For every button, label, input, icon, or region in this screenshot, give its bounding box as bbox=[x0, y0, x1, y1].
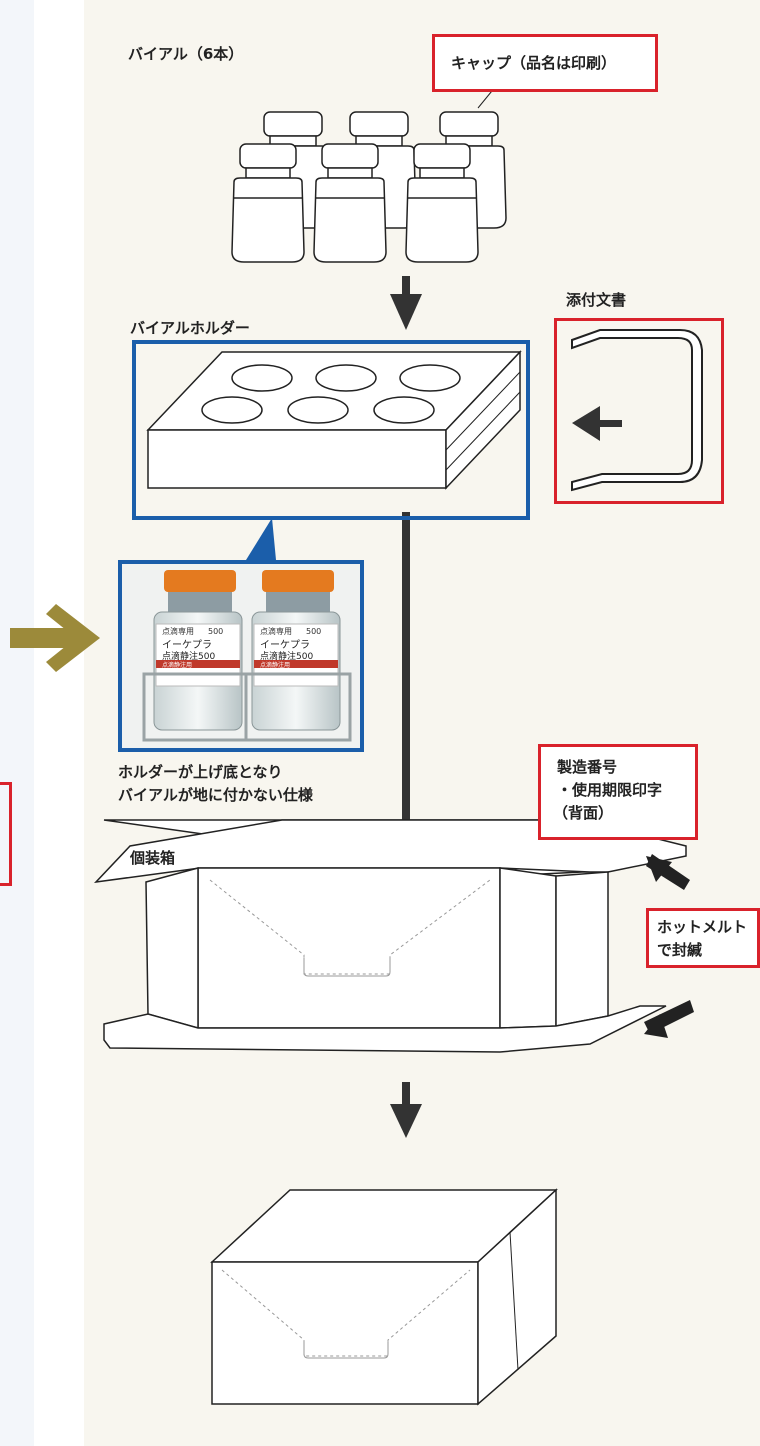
lot-callout: 製造番号 ・使用期限印字 （背面） bbox=[538, 744, 698, 840]
hotmelt-label-line2: で封緘 bbox=[657, 941, 703, 959]
holder-callout bbox=[132, 340, 530, 520]
cap-callout: キャップ（品名は印刷） bbox=[432, 34, 658, 92]
arrow-right-icon bbox=[10, 604, 100, 672]
callout-pointer bbox=[246, 518, 276, 560]
holder-note-line1: ホルダーが上げ底となり bbox=[118, 763, 283, 781]
holder-note-line2: バイアルが地に付かない仕様 bbox=[118, 786, 313, 804]
vials-illustration bbox=[231, 111, 507, 263]
cap-label: キャップ（品名は印刷） bbox=[451, 54, 617, 72]
insert-leaflet-illustration bbox=[571, 329, 703, 492]
vials-label: バイアル（6本） bbox=[128, 45, 244, 63]
hotmelt-callout: ホットメルト で封緘 bbox=[646, 908, 760, 968]
vial-holder-illustration bbox=[146, 350, 522, 490]
closed-box-illustration bbox=[210, 1188, 558, 1406]
lot-label-line3: （背面） bbox=[553, 804, 614, 822]
vial-front-1 bbox=[231, 143, 305, 263]
vial-photo-text: 500 bbox=[208, 627, 223, 636]
vial-front-2 bbox=[313, 143, 387, 263]
vial-photo-text: 点滴静注用 bbox=[162, 661, 192, 669]
insert-callout bbox=[554, 318, 724, 504]
vial-photo-text: イーケプラ bbox=[162, 639, 212, 651]
insert-label: 添付文書 bbox=[566, 291, 627, 309]
vial-photo-text: 点滴静注用 bbox=[260, 661, 290, 669]
lot-label-line1: 製造番号 bbox=[557, 758, 618, 776]
vial-photo-text: イーケプラ bbox=[260, 639, 310, 651]
vial-photo-text: 点滴専用 bbox=[260, 626, 292, 636]
holder-photo: 点滴専用 500 イーケプラ 点滴静注500 点滴専用 500 イーケプラ 点滴… bbox=[118, 560, 364, 752]
arrow-down-icon bbox=[390, 1082, 422, 1138]
hotmelt-arrow-icon bbox=[644, 854, 694, 1038]
vial-photo-illustration: 点滴専用 500 イーケプラ 点滴静注500 点滴専用 500 イーケプラ 点滴… bbox=[122, 564, 360, 748]
vial-photo-text: 点滴静注500 bbox=[162, 650, 215, 662]
left-red-box-edge bbox=[0, 782, 12, 886]
arrow-down-icon bbox=[390, 512, 422, 856]
left-sidebar-strip bbox=[0, 0, 34, 1446]
vial-front-3 bbox=[405, 143, 479, 263]
box-label: 個装箱 bbox=[130, 849, 176, 867]
hotmelt-label-line1: ホットメルト bbox=[657, 918, 748, 936]
open-box-illustration bbox=[93, 819, 687, 1053]
vial-photo-text: 500 bbox=[306, 627, 321, 636]
insert-arrow-icon bbox=[572, 406, 622, 441]
holder-label: バイアルホルダー bbox=[130, 319, 250, 337]
vial-photo-text: 点滴専用 bbox=[162, 626, 194, 636]
arrow-down-icon bbox=[390, 276, 422, 330]
lot-label-line2: ・使用期限印字 bbox=[557, 781, 663, 799]
vial-photo-text: 点滴静注500 bbox=[260, 650, 313, 662]
